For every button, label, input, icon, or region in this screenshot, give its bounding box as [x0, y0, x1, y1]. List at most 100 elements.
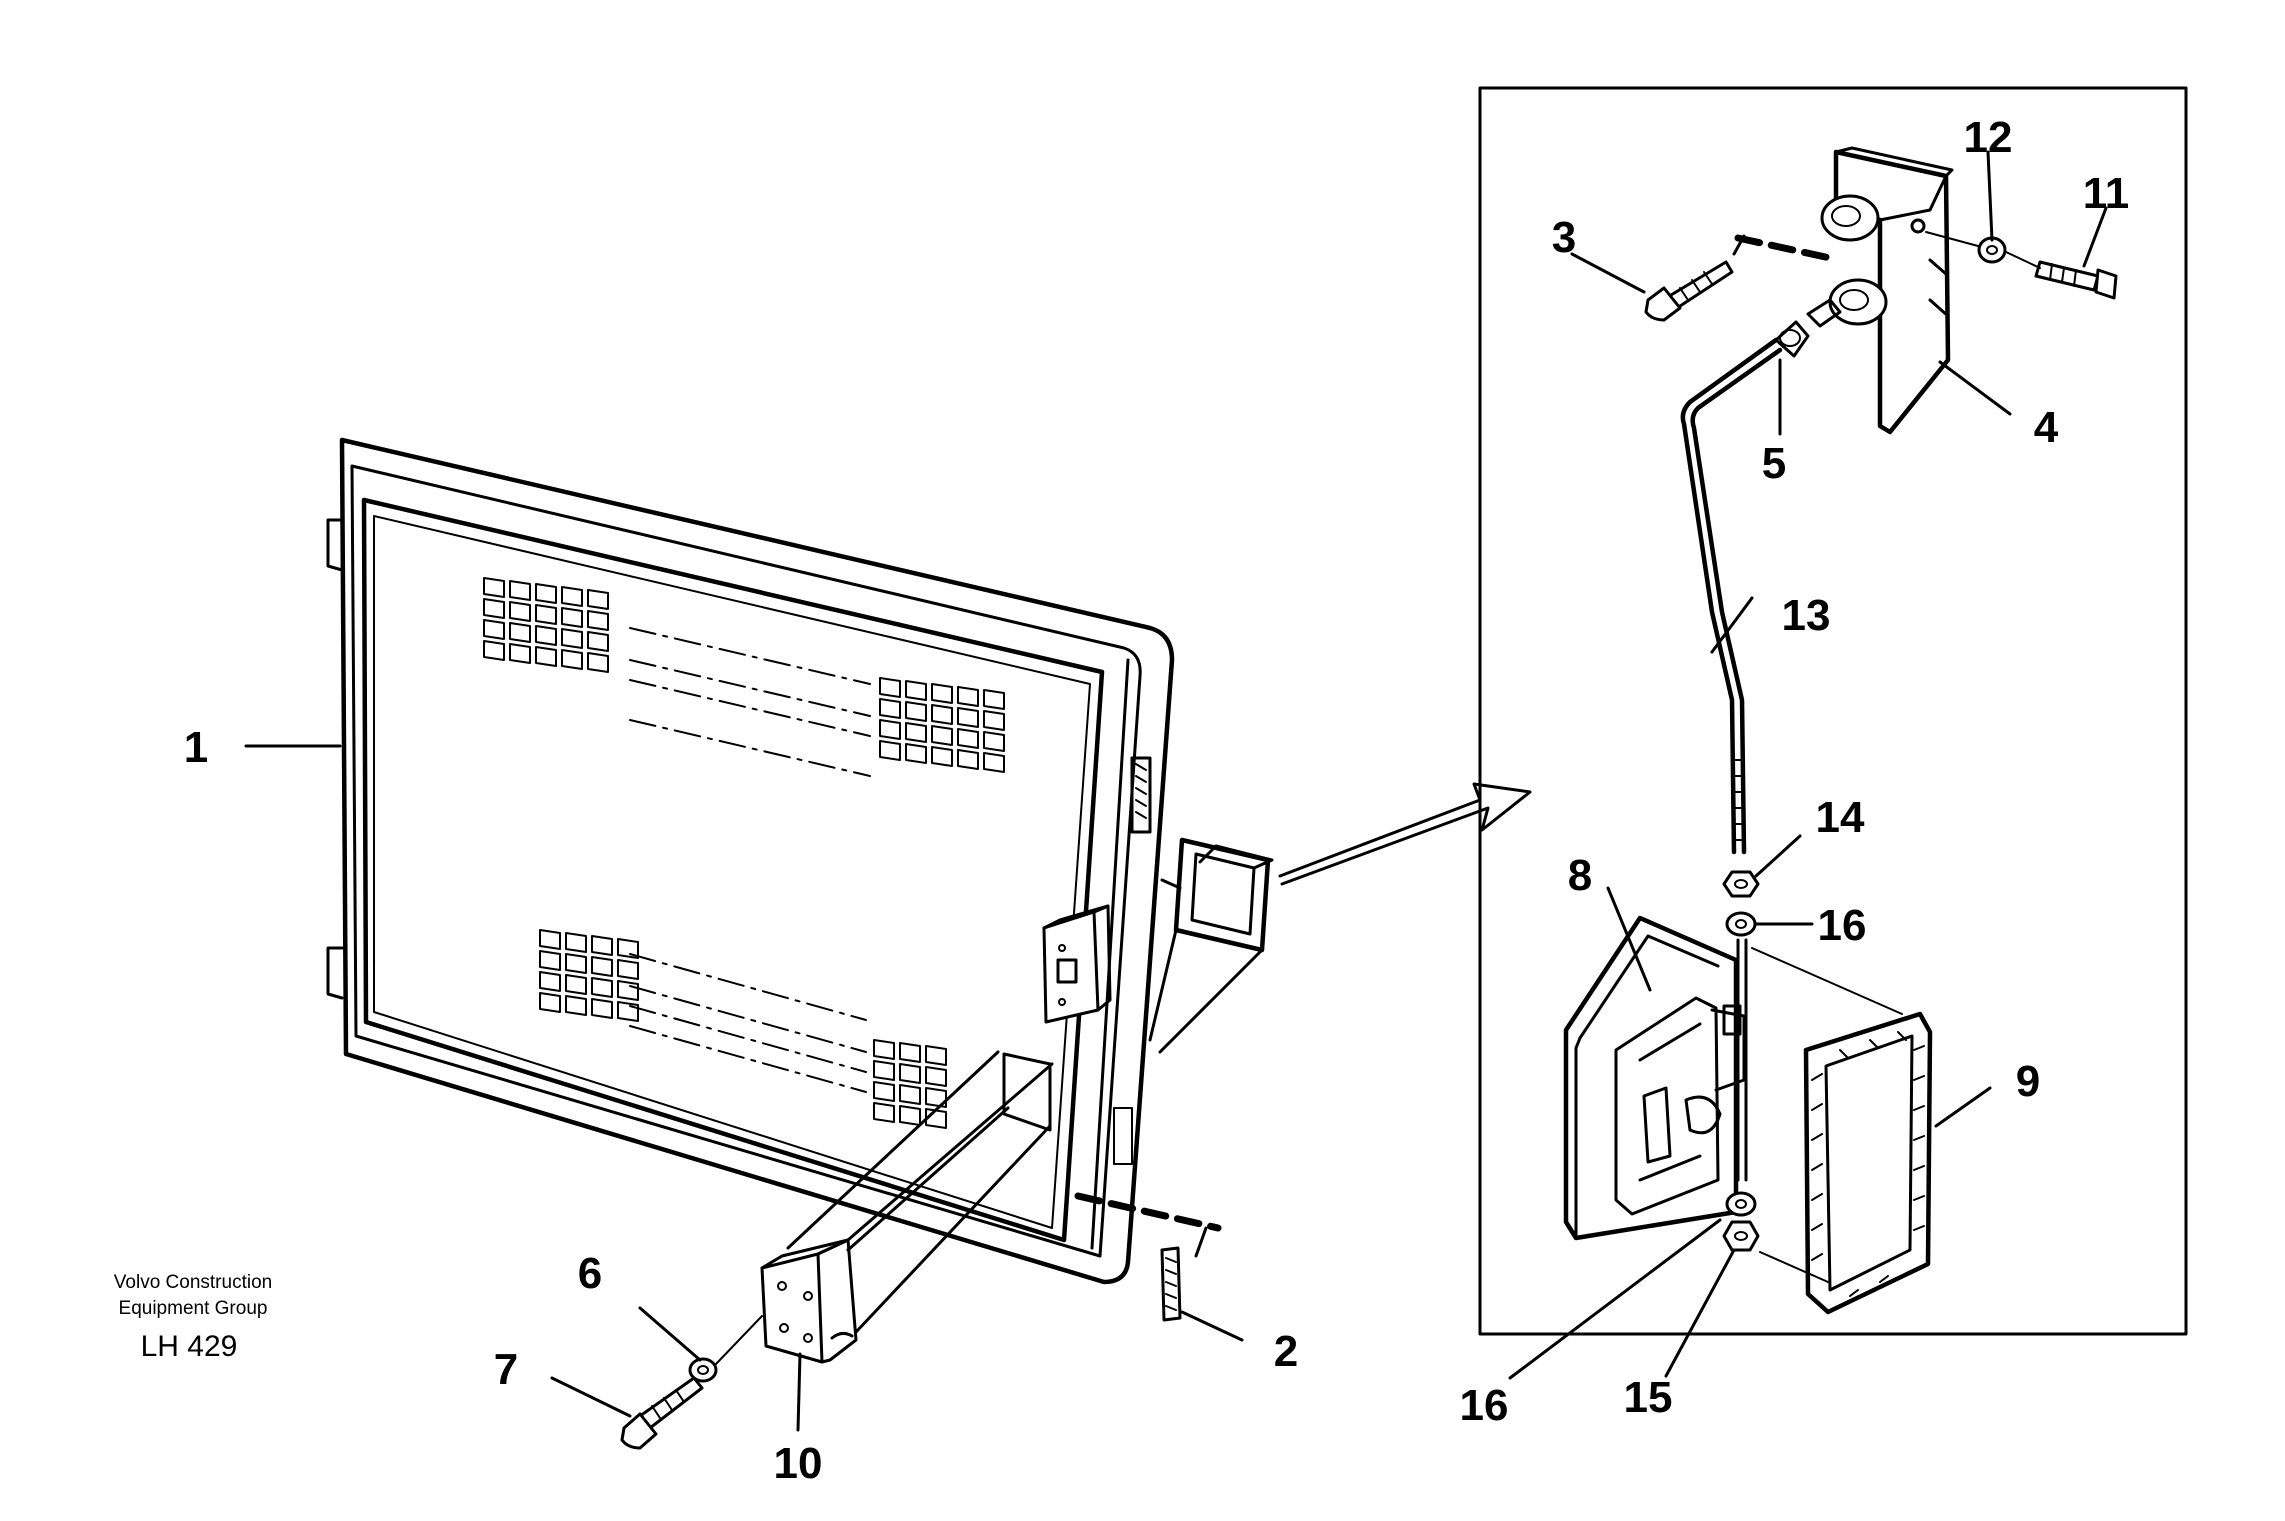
vent-slot — [535, 646, 557, 667]
vent-slot — [587, 610, 609, 631]
vent-slot — [983, 689, 1005, 710]
clip-part-5 — [1774, 298, 1842, 358]
washer-part-16-lower — [1725, 1191, 1757, 1217]
detail-view-frame — [1478, 86, 2188, 1336]
vent-slot — [591, 935, 613, 956]
lock-cover-plate — [1148, 837, 1274, 1054]
gasket-part-9 — [1803, 1011, 1933, 1315]
door-latch-block — [1042, 904, 1112, 1024]
publisher-credit: Volvo Construction Equipment Group LH 42… — [114, 1272, 272, 1363]
vent-slot — [509, 622, 531, 643]
vent-slot — [617, 959, 639, 980]
part-label-16-upper: 16 — [1818, 901, 1867, 950]
vent-slot — [899, 1063, 921, 1084]
vent-slot — [617, 980, 639, 1001]
vent-slot — [509, 580, 531, 601]
washer-part-16-upper — [1725, 911, 1757, 937]
vent-slot — [905, 743, 927, 764]
leader-lines — [244, 150, 2108, 1432]
vent-slot — [925, 1087, 947, 1108]
vent-slot — [483, 640, 505, 661]
door-vent-grille-upper-right — [879, 677, 1005, 773]
vent-slot — [561, 586, 583, 607]
vent-slot — [899, 1084, 921, 1105]
bolt-part-7 — [620, 1376, 704, 1450]
vent-slot — [983, 710, 1005, 731]
vent-slot — [617, 1001, 639, 1022]
vent-slot — [905, 722, 927, 743]
vent-slot — [539, 950, 561, 971]
vent-slot — [509, 601, 531, 622]
part-label-13: 13 — [1782, 591, 1831, 640]
vent-slot — [483, 598, 505, 619]
grille-continuation-lines — [629, 627, 871, 1093]
stop-bracket-part-4 — [1820, 146, 1954, 435]
vent-slot — [539, 992, 561, 1013]
credit-code: LH 429 — [141, 1330, 238, 1363]
vent-slot — [931, 683, 953, 704]
vent-slot — [931, 704, 953, 725]
vent-slot — [565, 995, 587, 1016]
leader-6-to-bracket — [715, 1315, 763, 1365]
vent-slot — [591, 956, 613, 977]
vent-slot — [899, 1042, 921, 1063]
vent-slot — [483, 619, 505, 640]
vent-slot — [565, 932, 587, 953]
nut-part-14 — [1722, 870, 1760, 898]
vent-slot — [931, 725, 953, 746]
bolt-part-11 — [1925, 231, 2118, 300]
washer-part-6 — [688, 1357, 718, 1383]
part-label-16-lower: 16 — [1460, 1381, 1509, 1430]
vent-slot — [565, 953, 587, 974]
door-panel — [326, 437, 1175, 1285]
vent-slot — [899, 1105, 921, 1126]
vent-slot — [565, 974, 587, 995]
vent-slot — [539, 929, 561, 950]
vent-slot — [873, 1102, 895, 1123]
seal-strip-part — [1074, 1192, 1222, 1322]
vent-slot — [925, 1066, 947, 1087]
door-vent-grille-lower — [539, 929, 639, 1022]
part-label-4: 4 — [2034, 403, 2059, 452]
part-label-14: 14 — [1816, 793, 1865, 842]
vent-slot — [873, 1081, 895, 1102]
detail-callout-arrow — [1278, 782, 1532, 886]
vent-slot — [957, 728, 979, 749]
vent-slot — [879, 740, 901, 761]
door-vent-grille-lower-right — [873, 1039, 947, 1129]
washer-part-12 — [1977, 236, 2007, 264]
credit-line-1: Volvo Construction — [114, 1272, 272, 1293]
door-vent-grille-upper — [483, 577, 609, 673]
vent-slot — [879, 698, 901, 719]
door-handle-cutout — [1002, 1052, 1052, 1132]
part-label-15: 15 — [1624, 1373, 1673, 1422]
vent-slot — [535, 583, 557, 604]
part-label-12: 12 — [1964, 113, 2013, 162]
part-label-6: 6 — [578, 1249, 602, 1298]
vent-slot — [617, 938, 639, 959]
vent-slot — [905, 701, 927, 722]
part-label-2: 2 — [1274, 1327, 1298, 1376]
part-label-8: 8 — [1568, 851, 1592, 900]
vent-slot — [561, 628, 583, 649]
vent-slot — [535, 604, 557, 625]
part-label-3: 3 — [1552, 213, 1576, 262]
vent-slot — [905, 680, 927, 701]
part-label-11: 11 — [2083, 169, 2130, 218]
vent-slot — [587, 631, 609, 652]
vent-slot — [509, 643, 531, 664]
bracket-assembly-lines — [786, 1050, 1054, 1334]
vent-slot — [983, 752, 1005, 773]
vent-slot — [957, 749, 979, 770]
vent-slot — [561, 649, 583, 670]
vent-slot — [873, 1039, 895, 1060]
vent-slot — [879, 719, 901, 740]
part-label-5: 5 — [1762, 439, 1786, 488]
vent-slot — [873, 1060, 895, 1081]
vent-slot — [925, 1045, 947, 1066]
nut-part-15 — [1722, 1220, 1760, 1252]
lock-housing-part-8 — [1563, 915, 1746, 1241]
vent-slot — [957, 686, 979, 707]
vent-slot — [483, 577, 505, 598]
